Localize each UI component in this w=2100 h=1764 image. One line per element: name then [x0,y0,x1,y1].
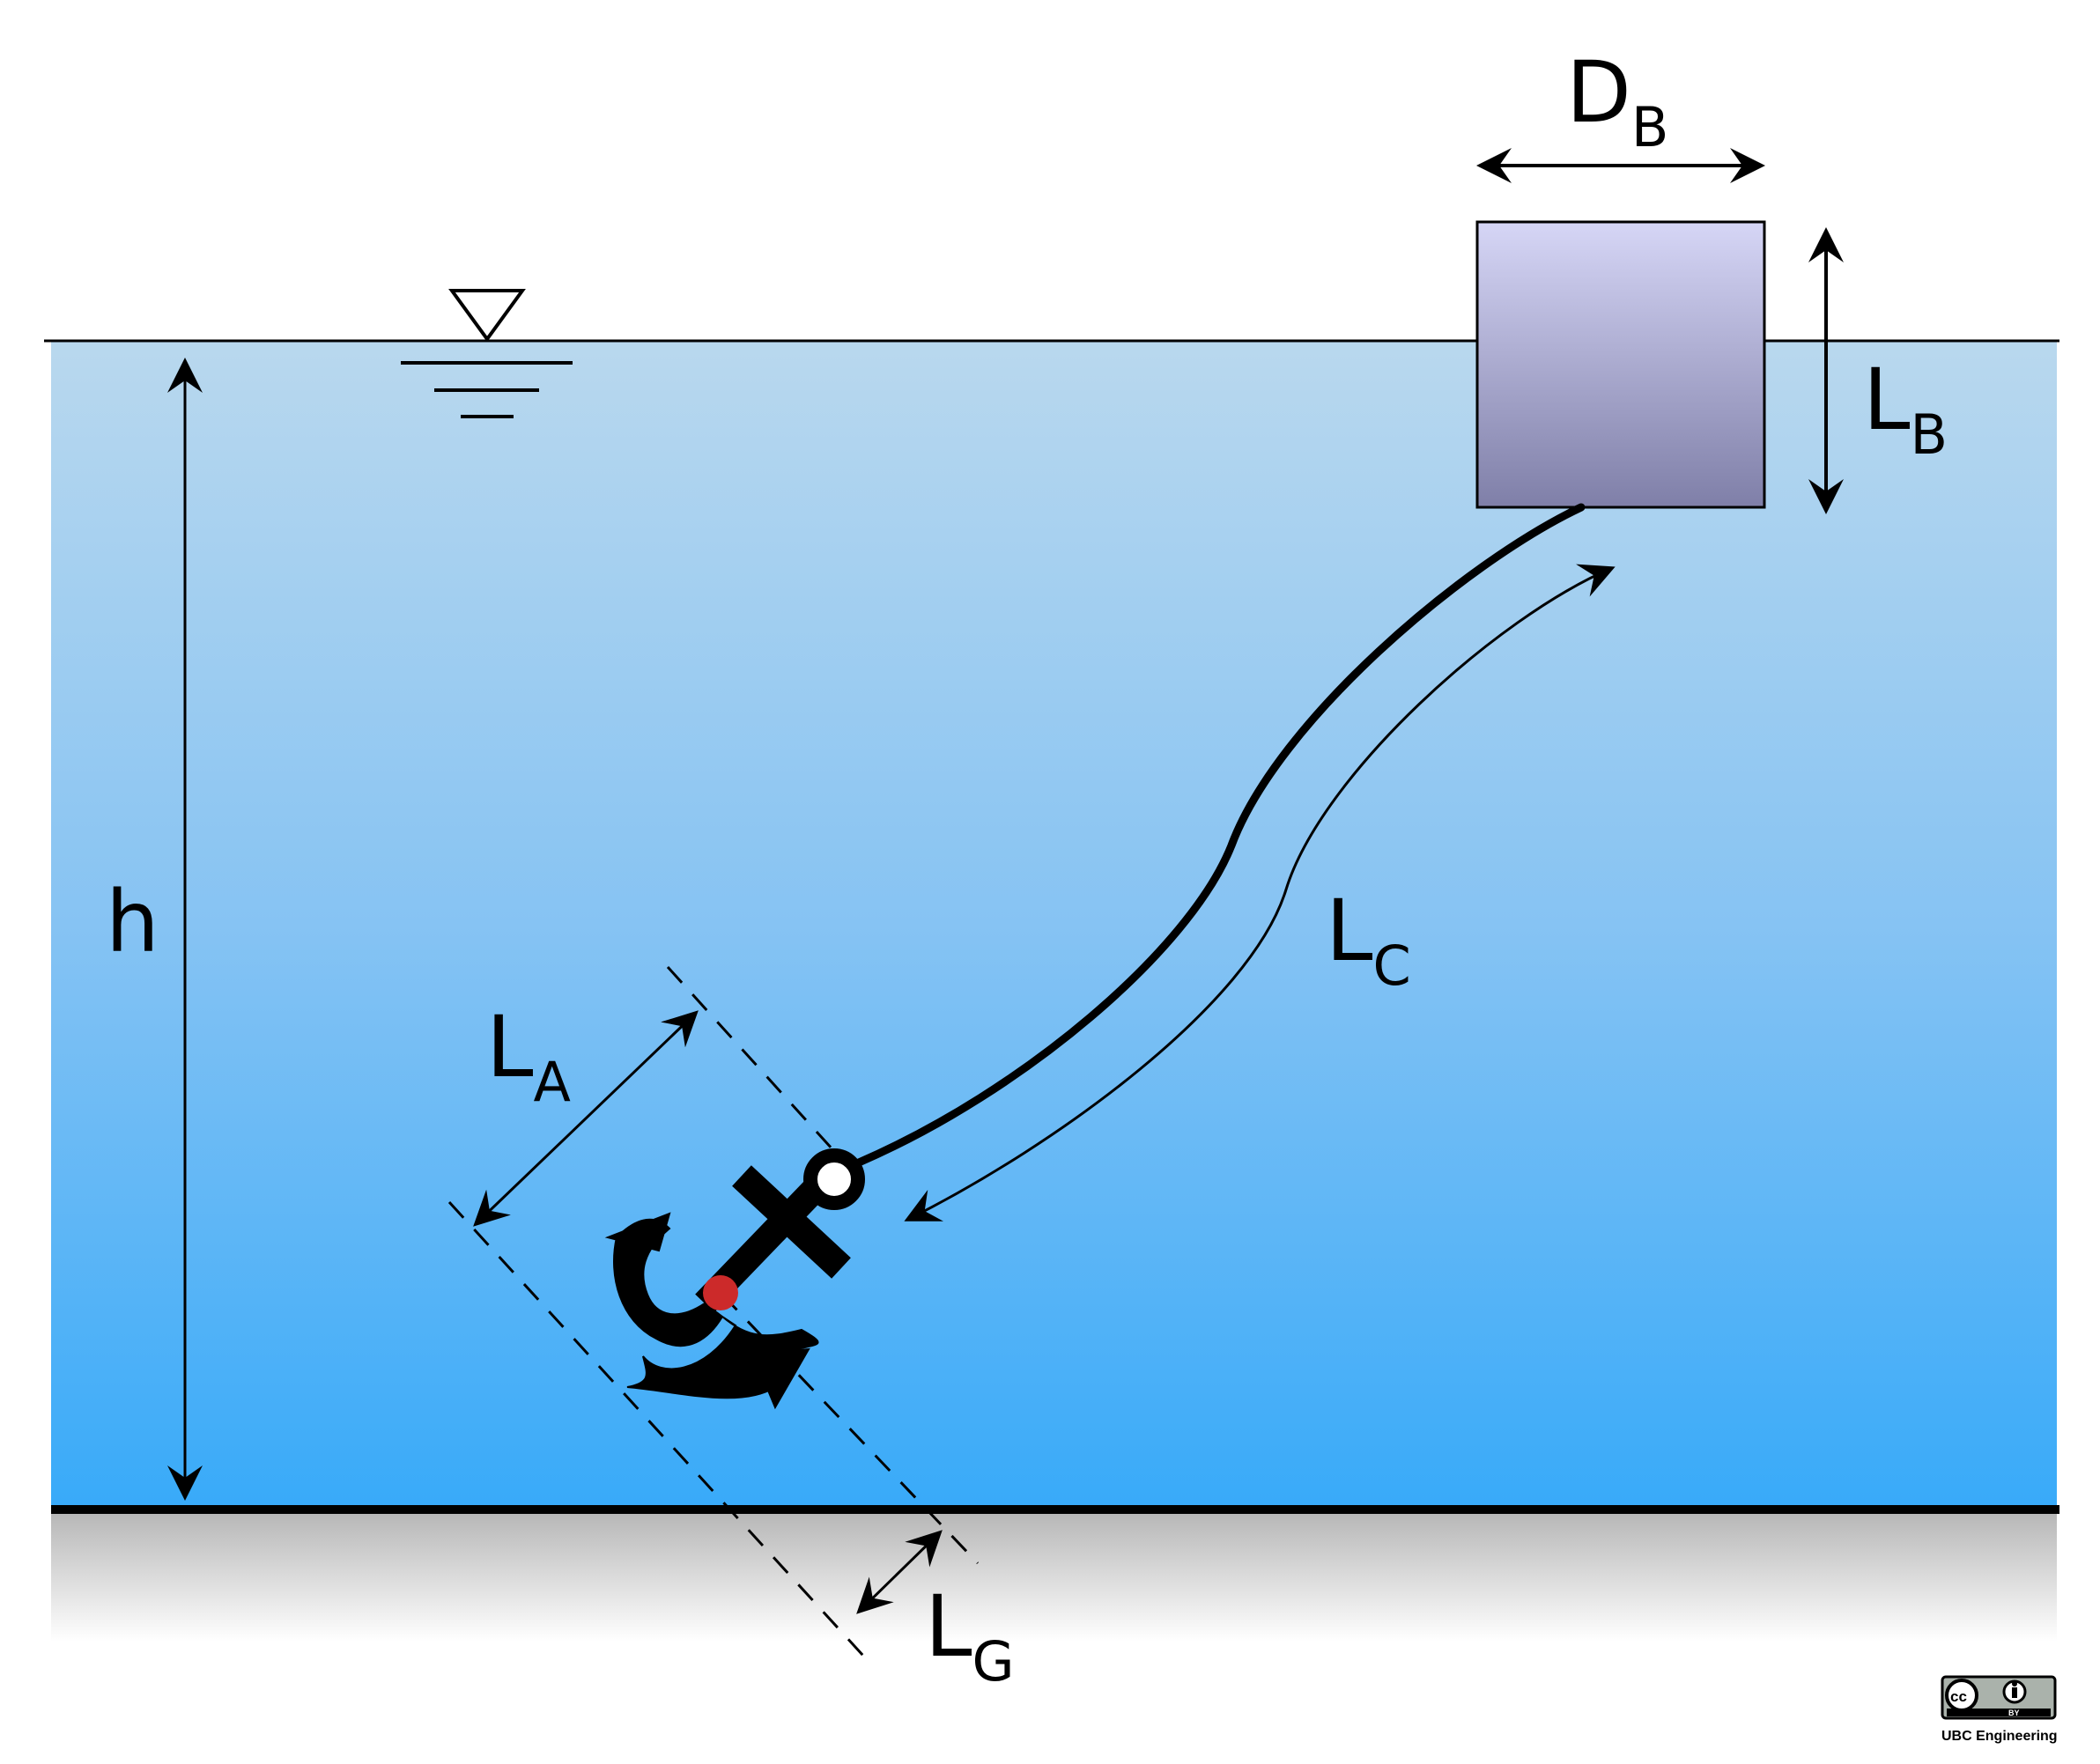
buoy-length-label: LB [1863,351,1948,467]
ground [51,1509,2057,1642]
water-body [51,341,2057,1509]
cable-length-letter: L [1326,882,1372,980]
buoy-diameter-letter: D [1566,43,1631,142]
anchor-length-subscript: A [533,1050,570,1114]
cable-length-arrow [904,564,1616,1222]
anchor-length-label: LA [486,998,571,1114]
anchor-center-of-gravity [703,1275,738,1310]
buoy-diameter-subscript: B [1631,95,1669,159]
depth-label: h [106,873,159,971]
anchor-length-arrow [473,1010,699,1227]
anchor-cg-label: LG [925,1577,1015,1694]
cc-by-license-icon: cc BY [1941,1675,2057,1720]
buoy [1475,220,1766,509]
cable-length-subscript: C [1372,934,1410,998]
anchor-cg-arrow [856,1530,943,1614]
anchor-cg-subscript: G [972,1629,1014,1694]
credit-text: UBC Engineering [1941,1729,2058,1744]
cc-text: cc [1950,1688,1967,1705]
cable-length-label: LC [1326,882,1411,998]
water-surface-icon [401,289,573,418]
anchor-extent-lines [447,965,980,1657]
anchor-length-letter: L [486,998,533,1096]
buoy-diameter-label: DB [1566,43,1668,159]
anchor-cg-letter: L [925,1577,972,1676]
buoy-length-subscript: B [1910,402,1948,467]
buoy-length-letter: L [1863,351,1910,449]
by-text: BY [2008,1709,2020,1717]
